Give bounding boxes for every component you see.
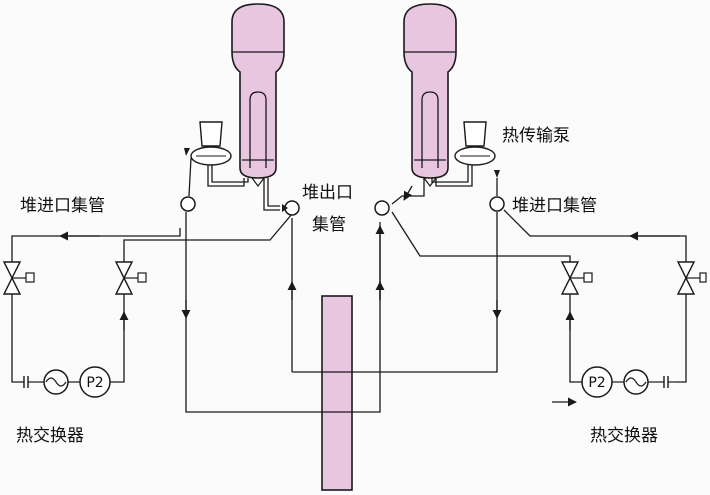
inlet-header-left-label: 堆进口集管 [20, 196, 105, 216]
outlet-header-right [374, 200, 390, 216]
pump-p2-right-label: P2 [588, 375, 605, 391]
transport-pump-label: 热传输泵 [502, 126, 570, 146]
inlet-header-left [180, 196, 196, 212]
inlet-header-right-label: 堆进口集管 [512, 196, 597, 216]
outlet-header-label-line2: 集管 [312, 215, 346, 235]
steam-generator-right [403, 3, 457, 187]
pump-p2-left [79, 366, 111, 398]
valve-left-1 [2, 261, 35, 295]
valve-right-1 [560, 261, 593, 295]
pump-p2-left-label: P2 [86, 375, 103, 391]
valve-right-2 [676, 261, 707, 295]
piping-right [292, 165, 687, 407]
heat-exchanger-left: P2 [23, 366, 111, 398]
heat-exchanger-right: P2 [581, 366, 676, 398]
piping-left [11, 157, 385, 413]
outlet-header-label-line1: 堆出口 [302, 183, 353, 203]
heat-transport-pump-right [454, 121, 500, 178]
reactor-core [321, 295, 353, 491]
heat-exchanger-right-label: 热交换器 [590, 426, 658, 446]
heat-transport-pump-left [184, 121, 232, 166]
valve-left-2 [114, 261, 147, 295]
heat-exchanger-left-label: 热交换器 [16, 426, 84, 446]
steam-generator-left [231, 3, 285, 187]
inlet-header-right [489, 196, 505, 212]
